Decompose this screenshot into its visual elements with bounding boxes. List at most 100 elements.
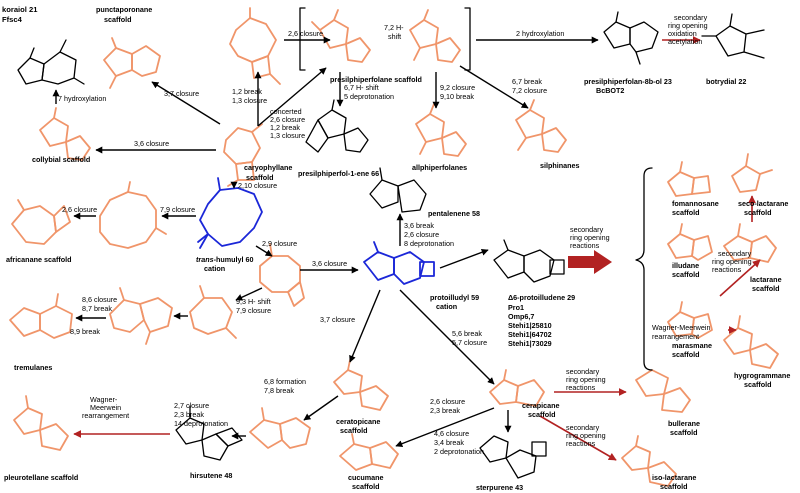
step-92-closure-2: 9,10 break (440, 92, 474, 101)
reaction-arrows (52, 36, 761, 461)
hydride-shift-structure (189, 285, 237, 339)
silphinanes-structure (515, 99, 567, 153)
protoilludene-enzyme-3: Stehi1|25810 (508, 321, 552, 330)
step-36-closure-2: 3,6 closure (312, 259, 347, 268)
protoilludene-enzyme-5: Stehi1|73029 (508, 339, 552, 348)
marasmane-label-1: marasmane (672, 341, 712, 350)
step-secondary5-1: secondary (566, 423, 600, 432)
botrydial-label: botrydial 22 (706, 77, 746, 86)
step-secondary1-4: acetylation (668, 37, 702, 46)
step-79-closure: 7,9 closure (160, 205, 195, 214)
step-89-break: 8,9 break (70, 327, 100, 336)
cucumane-label-2: scaffold (352, 482, 380, 491)
cerapicane-label-1: cerapicane (522, 401, 560, 410)
marasmane-structure (667, 301, 713, 339)
presilphiperfolane-label: presilphiperfolane scaffold (330, 75, 422, 84)
macrocycle-structure (99, 181, 167, 249)
step-secondary4-1: secondary (566, 367, 600, 376)
step-37-closure: 3,7 closure (164, 89, 199, 98)
step-86-closure-2: 8,7 break (82, 304, 112, 313)
protoilludyl-label: protoilludyl 59 (430, 293, 479, 302)
step-92-closure-1: 9,2 closure (440, 83, 475, 92)
protoilludene-enzyme-4: Stehi1|64702 (508, 330, 552, 339)
step-72-shift-1: 7,2 H- (384, 23, 404, 32)
step-29-closure: 2,9 closure (262, 239, 297, 248)
step-12-break-1: 1,2 break (232, 87, 262, 96)
step-37-closure-2: 3,7 closure (320, 315, 355, 324)
step-46-closure-1: 4,6 closure (434, 429, 469, 438)
presilphiperfol-1-ene-structure (305, 99, 369, 153)
scaffold-bracket (635, 167, 653, 371)
iso-lactarane-structure (621, 435, 677, 487)
koraiol-enzyme: Ffsc4 (2, 15, 23, 24)
step-210-closure: 2,10 closure (238, 181, 277, 190)
major-pathway-arrow (568, 250, 612, 274)
step-wagner2-1: Wagner- (90, 395, 118, 404)
step-36-break-2: 2,6 closure (404, 230, 439, 239)
hygrogrammane-label-1: hygrogrammane (734, 371, 790, 380)
punctaporonane-label-1: punctaporonane (96, 5, 152, 14)
illudane-structure (667, 223, 713, 261)
step-concerted-3: 1,2 break (270, 123, 300, 132)
step-secondary2-3: reactions (570, 241, 600, 250)
ceratopicane-structure (333, 359, 389, 411)
bullerane-label-2: scaffold (670, 428, 698, 437)
punctaporonane-structure (103, 37, 161, 89)
marasmane-label-2: scaffold (672, 350, 700, 359)
lactarane-structure (723, 223, 777, 263)
cerapicane-structure (489, 369, 545, 407)
step-56-break-1: 5,6 break (452, 329, 482, 338)
step-67-break-2: 7,2 closure (512, 86, 547, 95)
allphiperfolanes-label: allphiperfolanes (412, 163, 467, 172)
presilphiperfolan-ol-enzyme: BcBOT2 (596, 86, 624, 95)
step-secondary3-3: reactions (712, 265, 742, 274)
step-26-closure-3-1: 2,6 closure (430, 397, 465, 406)
step-secondary4-2: ring opening (566, 375, 606, 384)
step-secondary5-2: ring opening (566, 431, 606, 440)
step-56-break-2: 5,7 closure (452, 338, 487, 347)
cucumane-label-1: cucumane (348, 473, 384, 482)
step-27-closure-2: 2,3 break (174, 410, 204, 419)
tricyclic-structure (109, 287, 173, 345)
step-93-shift-1: 9,3 H- shift (236, 297, 271, 306)
caryophyllane-label-2: scaffold (246, 173, 274, 182)
africanane-label: africanane scaffold (6, 255, 72, 264)
step-72-shift-2: shift (388, 32, 401, 41)
koraiol-structure (17, 39, 85, 85)
step-12-break-2: 1,3 closure (232, 96, 267, 105)
step-86-closure-1: 8,6 closure (82, 295, 117, 304)
step-secondary1-2: ring opening (668, 21, 708, 30)
step-7-hydroxylation: 7 hydroxylation (58, 94, 106, 103)
step-concerted-1: concerted (270, 107, 302, 116)
botrydial-structure (701, 13, 765, 59)
cerapicane-label-2: scaffold (528, 410, 556, 419)
pentalenene-structure (369, 167, 427, 213)
step-67-shift-2: 5 deprotonation (344, 92, 394, 101)
illudane-label-2: scaffold (672, 270, 700, 279)
humulyl-suffix: cation (204, 264, 225, 273)
koraiol-label: koraiol 21 (2, 5, 38, 14)
bullerane-structure (635, 369, 691, 413)
lactarane-label-1: lactarane (750, 275, 782, 284)
step-wagner1-1: Wagner-Meerwein (652, 323, 710, 332)
illudane-label-1: illudane (672, 261, 699, 270)
protoilludyl-structure (363, 241, 435, 285)
step-concerted-2: 2,6 closure (270, 115, 305, 124)
hygrogrammane-structure (723, 315, 779, 369)
step-secondary1-3: oxidation (668, 29, 697, 38)
step-secondary2-1: secondary (570, 225, 604, 234)
step-68-formation-1: 6,8 formation (264, 377, 306, 386)
seco-lactarane-label-1: seco-lactarane (738, 199, 788, 208)
step-68-formation-2: 7,8 break (264, 386, 294, 395)
iso-lactarane-label-1: iso-lactarane (652, 473, 696, 482)
caryophyllene-isomer-structure (229, 7, 281, 85)
hirsutene-label: hirsutene 48 (190, 471, 232, 480)
fomannosane-label-2: scaffold (672, 208, 700, 217)
step-67-break-1: 6,7 break (512, 77, 542, 86)
step-secondary2-2: ring opening (570, 233, 610, 242)
ceratopicane-label-2: scaffold (340, 426, 368, 435)
step-27-closure-3: 14 deprotonation (174, 419, 228, 428)
step-secondary5-3: reactions (566, 439, 596, 448)
step-27-closure-1: 2,7 closure (174, 401, 209, 410)
step-26-closure-2: 2,6 closure (62, 205, 97, 214)
